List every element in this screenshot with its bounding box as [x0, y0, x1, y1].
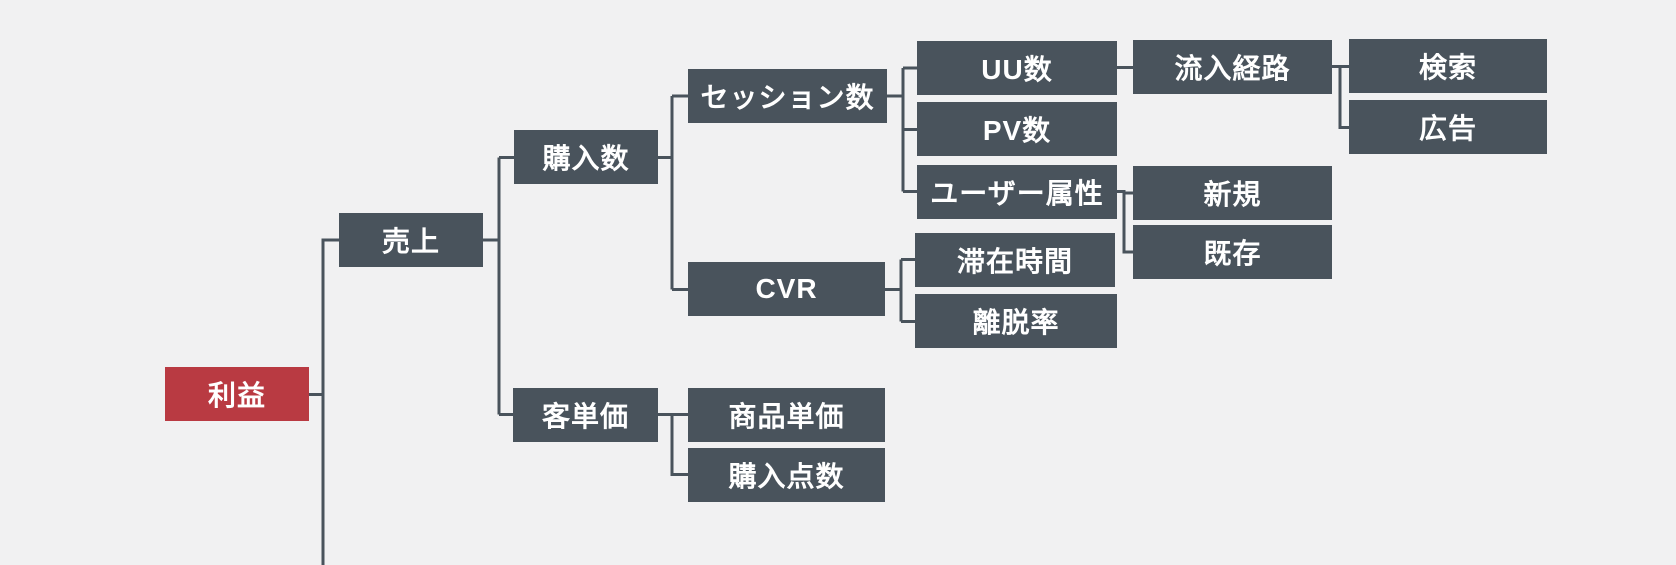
node-cvr[interactable]: CVR — [688, 262, 885, 316]
node-item-price[interactable]: 商品単価 — [688, 388, 885, 442]
node-purchases[interactable]: 購入数 — [514, 130, 658, 184]
connector-sessions-branch — [887, 66, 917, 193]
connector-purchases-branch — [658, 94, 688, 291]
node-ads[interactable]: 広告 — [1349, 100, 1547, 154]
connector-avgspend-branch — [658, 413, 688, 476]
node-bounce-rate[interactable]: 離脱率 — [915, 294, 1117, 348]
node-avg-spend[interactable]: 客単価 — [513, 388, 658, 442]
node-new-users[interactable]: 新規 — [1133, 166, 1332, 220]
connector-cvr-branch — [885, 258, 917, 323]
node-uu[interactable]: UU数 — [917, 41, 1117, 95]
node-traffic-sources[interactable]: 流入経路 — [1133, 40, 1332, 94]
node-items-per-purchase[interactable]: 購入点数 — [688, 448, 885, 502]
node-pv[interactable]: PV数 — [917, 102, 1117, 156]
node-search[interactable]: 検索 — [1349, 39, 1547, 93]
node-revenue[interactable]: 売上 — [339, 213, 483, 267]
node-time-on-site[interactable]: 滞在時間 — [915, 233, 1115, 287]
node-profit[interactable]: 利益 — [165, 367, 309, 421]
connector-userattr-branch — [1117, 190, 1133, 254]
connector-revenue-branch — [483, 156, 514, 416]
node-user-attributes[interactable]: ユーザー属性 — [917, 165, 1117, 219]
connector-traffic-branch — [1332, 65, 1349, 129]
node-sessions[interactable]: セッション数 — [688, 69, 887, 123]
node-existing-users[interactable]: 既存 — [1133, 225, 1332, 279]
connector-profit-branch — [309, 238, 339, 565]
